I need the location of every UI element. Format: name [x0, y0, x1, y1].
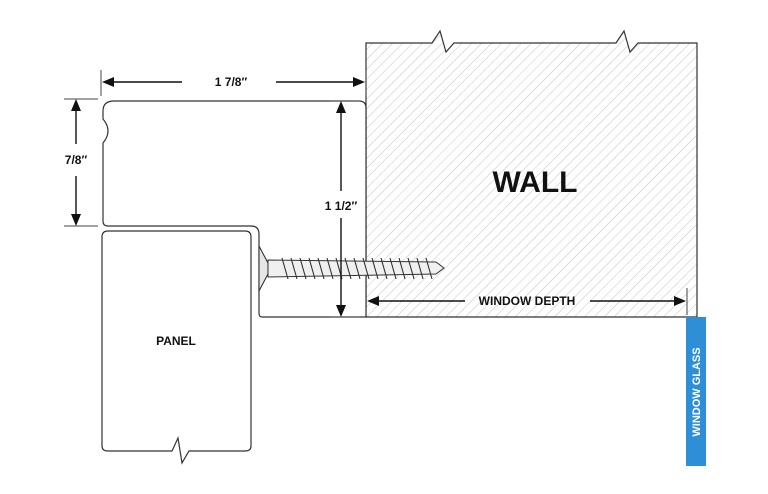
screw-thread — [416, 257, 424, 280]
screw-thread — [371, 257, 379, 280]
screw-thread — [353, 257, 361, 280]
panel-block — [101, 230, 252, 465]
dimension-left-height-label: 7/8″ — [65, 153, 88, 167]
screw-thread — [290, 257, 298, 280]
screw-thread — [344, 257, 352, 280]
dimension-window-depth: WINDOW DEPTH — [367, 288, 688, 315]
screw-thread — [281, 257, 289, 280]
dimension-flange-height: 1 1/2″ — [325, 100, 360, 318]
screw-thread — [299, 257, 307, 280]
dimension-top-width-label: 1 7/8″ — [215, 75, 248, 89]
window-glass — [686, 317, 706, 466]
screw-thread — [425, 257, 433, 280]
screw-thread — [398, 257, 406, 280]
dimension-left-height: 7/8″ — [64, 98, 98, 227]
screw-thread — [389, 257, 397, 280]
screw-thread — [326, 257, 334, 280]
screw — [258, 245, 445, 292]
screw-thread — [407, 257, 415, 280]
dimension-window-depth-label: WINDOW DEPTH — [479, 294, 576, 308]
panel-label: PANEL — [156, 334, 196, 348]
window-glass-label: WINDOW GLASS — [691, 347, 703, 436]
dimension-top-width: 1 7/8″ — [100, 70, 367, 96]
screw-thread — [380, 257, 388, 280]
screw-thread — [308, 257, 316, 280]
wall-label: WALL — [493, 166, 578, 199]
dimension-flange-height-label: 1 1/2″ — [325, 199, 358, 213]
screw-thread — [362, 257, 370, 280]
screw-thread — [317, 257, 325, 280]
